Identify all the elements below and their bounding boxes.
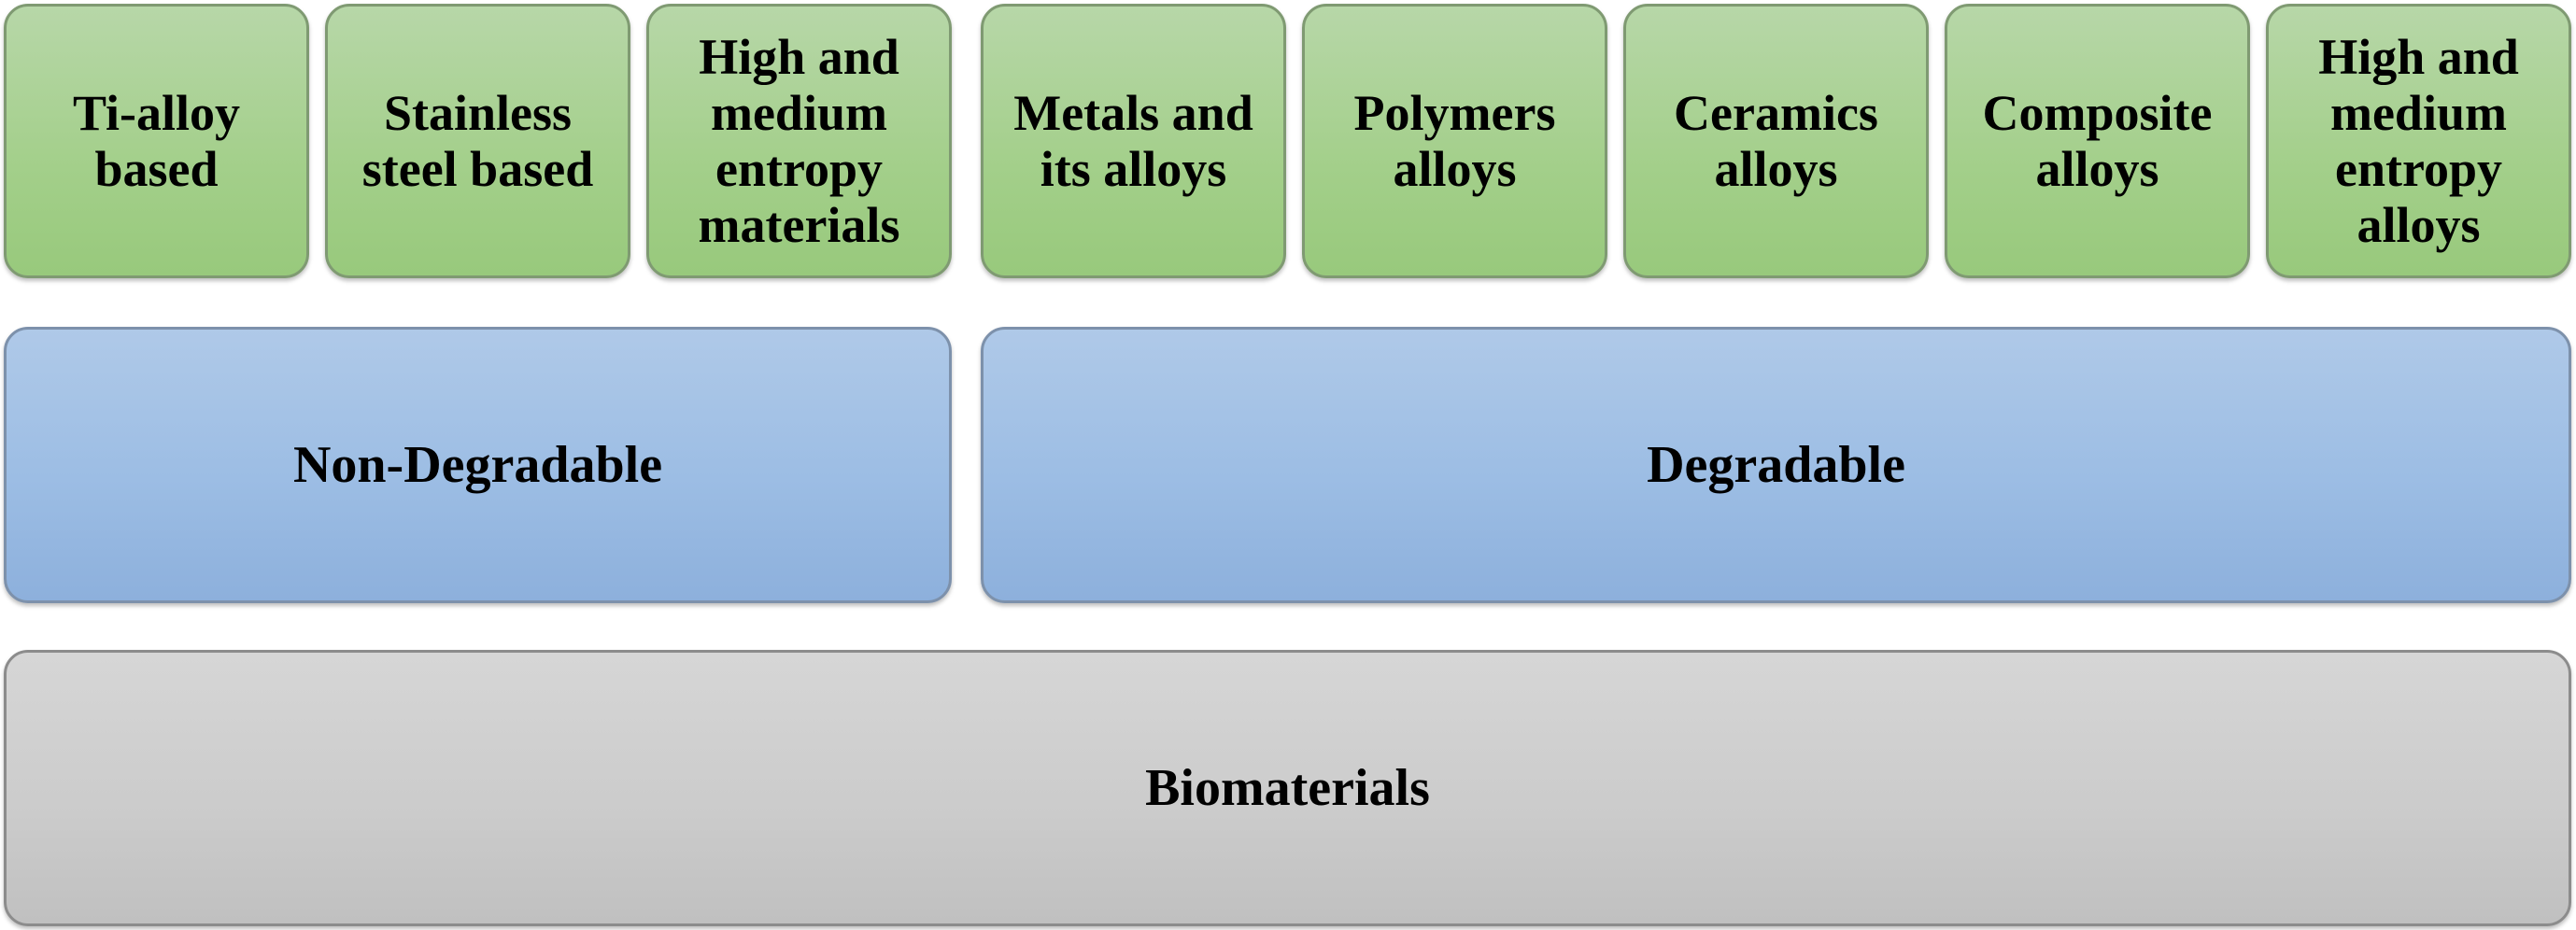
category-label: Degradable	[1647, 436, 1905, 494]
leaf-high-medium-entropy-alloys: High and medium entropy alloys	[2266, 4, 2571, 278]
leaf-stainless-steel-based: Stainless steel based	[325, 4, 630, 278]
leaf-composite-alloys: Composite alloys	[1945, 4, 2250, 278]
leaf-ti-alloy-based: Ti-alloy based	[4, 4, 309, 278]
leaf-label: Polymers alloys	[1353, 85, 1556, 197]
leaf-label: Ceramics alloys	[1674, 85, 1878, 197]
leaf-label: Ti-alloy based	[72, 85, 241, 197]
leaf-label: Stainless steel based	[361, 85, 594, 197]
leaf-metals-and-its-alloys: Metals and its alloys	[981, 4, 1286, 278]
leaf-high-medium-entropy-materials: High and medium entropy materials	[646, 4, 952, 278]
leaf-label: High and medium entropy materials	[698, 29, 900, 253]
category-non-degradable: Non-Degradable	[4, 327, 952, 603]
leaf-label: Composite alloys	[1982, 85, 2213, 197]
base-biomaterials: Biomaterials	[4, 650, 2571, 926]
category-label: Non-Degradable	[292, 436, 663, 494]
base-label: Biomaterials	[1145, 759, 1430, 817]
leaf-label: High and medium entropy alloys	[2318, 29, 2519, 253]
category-degradable: Degradable	[981, 327, 2571, 603]
leaf-ceramics-alloys: Ceramics alloys	[1623, 4, 1929, 278]
leaf-label: Metals and its alloys	[1013, 85, 1253, 197]
leaf-polymers-alloys: Polymers alloys	[1302, 4, 1607, 278]
